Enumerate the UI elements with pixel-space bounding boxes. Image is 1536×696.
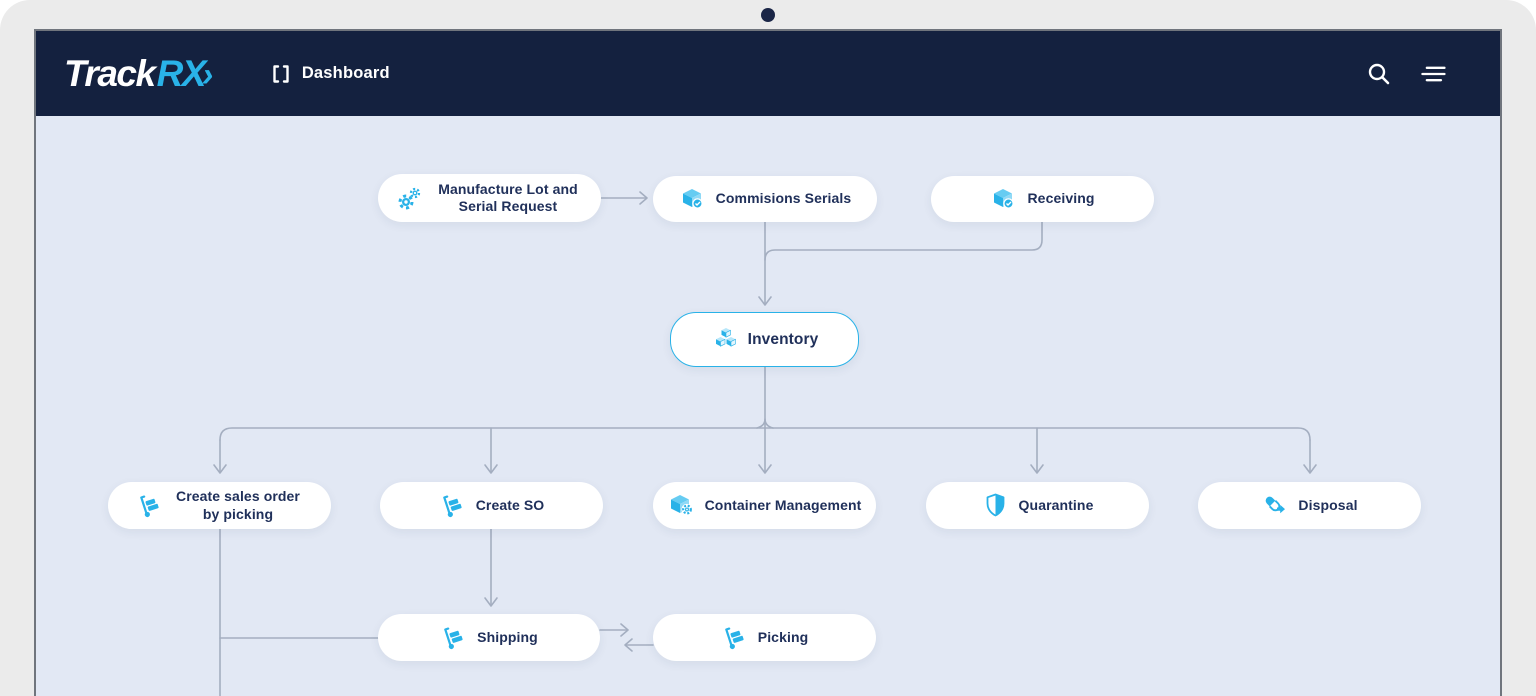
gears-icon — [396, 185, 423, 212]
header-icons — [1364, 59, 1448, 89]
hand-truck-icon — [439, 492, 466, 519]
flow-node-disposal[interactable]: Disposal — [1198, 482, 1421, 529]
box-check-icon — [679, 186, 706, 213]
flow-node-container-management[interactable]: Container Management — [653, 482, 876, 529]
nav-item-dashboard[interactable]: Dashboard — [270, 63, 390, 85]
flow-node-label: Quarantine — [1018, 496, 1094, 513]
flow-node-receiving[interactable]: Receiving — [931, 176, 1154, 222]
flow-node-label: Create sales order by picking — [176, 488, 300, 522]
flow-node-label: Disposal — [1298, 496, 1358, 513]
flow-node-inventory[interactable]: Inventory — [670, 312, 859, 367]
hand-truck-icon — [721, 624, 748, 651]
flow-node-manufacture-lot-and-serial-request[interactable]: Manufacture Lot and Serial Request — [378, 174, 601, 222]
hand-truck-icon — [440, 624, 467, 651]
flow-node-quarantine[interactable]: Quarantine — [926, 482, 1149, 529]
box-gear-icon — [668, 492, 695, 519]
flow-node-label: Commisions Serials — [715, 190, 852, 207]
capsule-arrow-icon — [1261, 492, 1288, 519]
logo-arrow-icon: › — [201, 55, 213, 94]
shield-icon — [982, 492, 1009, 519]
flow-node-label: Inventory — [747, 330, 819, 348]
search-icon[interactable] — [1364, 59, 1394, 89]
flow-node-create-so[interactable]: Create SO — [380, 482, 603, 529]
logo-text-track: Track — [64, 52, 156, 94]
flow-node-label: Receiving — [1027, 190, 1095, 207]
box-check-icon — [990, 186, 1017, 213]
flow-node-create-sales-order-by-picking[interactable]: Create sales order by picking — [108, 482, 331, 529]
logo-text-rx: RX — [156, 52, 207, 94]
flow-node-commissions-serials[interactable]: Commisions Serials — [653, 176, 877, 222]
menu-icon[interactable] — [1418, 59, 1448, 89]
cubes-icon — [711, 326, 738, 353]
hand-truck-icon — [136, 492, 163, 519]
flow-node-label: Shipping — [477, 628, 538, 645]
camera-dot — [761, 8, 775, 22]
flow-node-label: Picking — [757, 628, 809, 645]
flow-node-label: Container Management — [704, 496, 862, 513]
flow-node-shipping[interactable]: Shipping — [378, 614, 600, 661]
flow-connectors — [213, 191, 1317, 696]
flow-node-label: Manufacture Lot and Serial Request — [438, 180, 578, 215]
nav-item-label: Dashboard — [301, 64, 390, 82]
brackets-icon — [270, 63, 292, 85]
flow-node-picking[interactable]: Picking — [653, 614, 876, 661]
flow-canvas: Manufacture Lot and Serial Request Commi… — [36, 116, 1500, 696]
flow-node-label: Create SO — [475, 496, 545, 513]
